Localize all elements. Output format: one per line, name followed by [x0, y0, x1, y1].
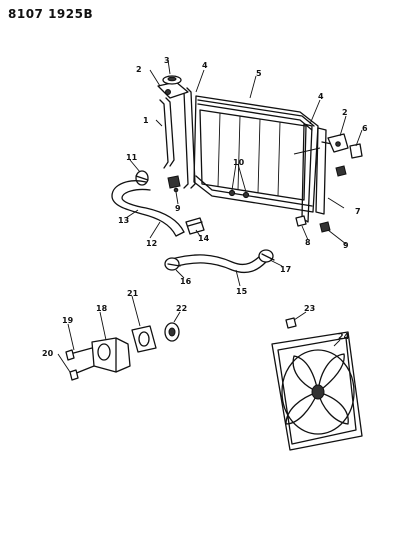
callout-24: 24	[338, 332, 350, 341]
callout-6: 6	[362, 124, 368, 133]
callout-9-right: 9	[343, 241, 349, 250]
radiator-cap	[162, 75, 182, 85]
callout-4-right: 4	[318, 92, 324, 101]
right-petcock	[335, 165, 347, 177]
callout-2-right: 2	[342, 108, 348, 117]
callout-3: 3	[164, 56, 170, 65]
callout-9-left: 9	[175, 204, 181, 213]
callout-4-left: 4	[202, 61, 208, 70]
callouts: 1 2 3 4 5 2 4 6 7 8 9 10 11 9 12 13 14 1…	[42, 56, 368, 358]
callout-16: 16	[180, 277, 192, 286]
callout-10: 10	[233, 158, 245, 167]
callout-22: 22	[176, 304, 187, 313]
gasket	[131, 325, 157, 353]
diagram-code: 8107 1925B	[8, 7, 94, 21]
right-grommet	[349, 143, 363, 159]
callout-20: 20	[42, 349, 54, 358]
callout-5: 5	[256, 69, 262, 78]
clamp-16	[164, 257, 181, 271]
callout-1: 1	[143, 116, 149, 125]
thermostat-housing	[91, 337, 131, 373]
nut-23	[285, 317, 297, 329]
right-upper-bracket	[327, 133, 349, 153]
callout-21: 21	[127, 289, 139, 298]
outlet-fitting	[185, 217, 205, 235]
callout-14: 14	[198, 234, 210, 243]
callout-15: 15	[236, 287, 248, 296]
upper-hose	[167, 253, 267, 274]
callout-2-left: 2	[136, 65, 142, 74]
left-seal	[179, 87, 196, 189]
clamp-17	[258, 249, 275, 263]
hose-clamp-11	[135, 170, 149, 186]
bolt-19	[65, 347, 93, 361]
clamp-9-left	[167, 175, 181, 193]
callout-23: 23	[304, 304, 315, 313]
bolt-9-right	[319, 221, 331, 233]
callout-7: 7	[355, 207, 361, 216]
leader-lines	[57, 59, 363, 373]
callout-8: 8	[305, 238, 311, 247]
callout-18: 18	[96, 304, 108, 313]
bolt-20	[69, 365, 95, 381]
right-seal	[301, 123, 313, 223]
fitting-8	[295, 215, 307, 227]
fan-blades	[285, 353, 349, 425]
callout-11: 11	[126, 153, 138, 162]
lower-hose	[111, 180, 185, 237]
callout-12: 12	[146, 239, 157, 248]
radiator	[193, 95, 319, 213]
left-tube	[159, 97, 175, 169]
callout-17: 17	[280, 265, 291, 274]
callout-13: 13	[118, 216, 129, 225]
thermostat	[164, 322, 180, 342]
callout-19: 19	[62, 316, 74, 325]
